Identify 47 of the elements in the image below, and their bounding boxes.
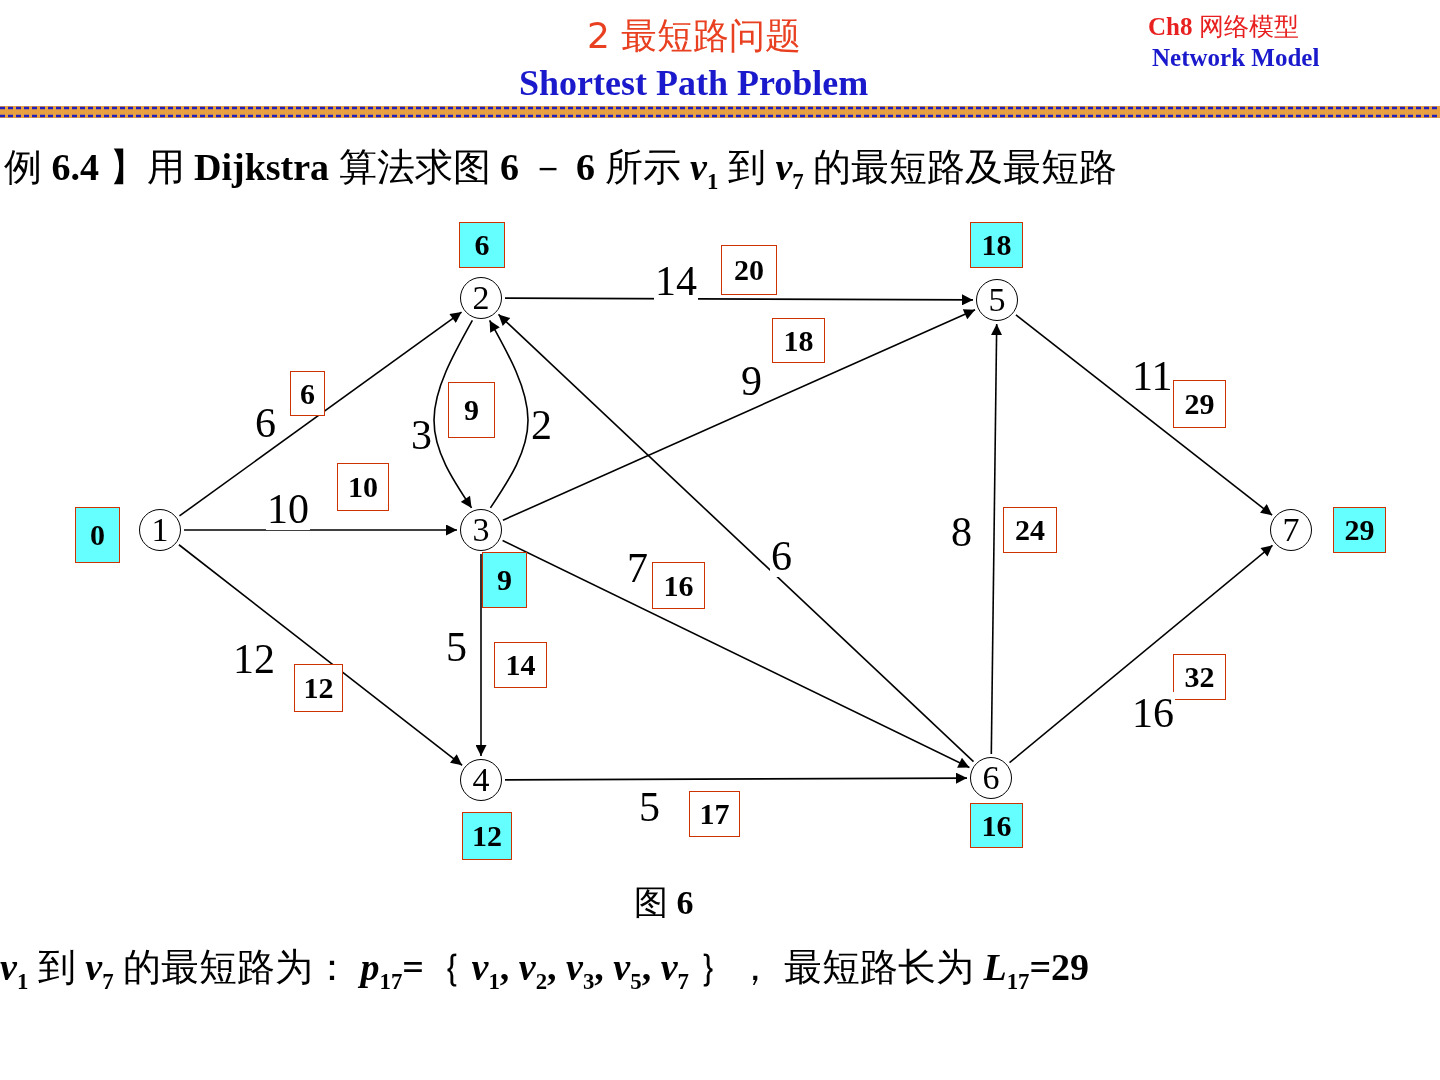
arrow [1008,544,1274,764]
arrow [497,313,975,763]
arrow [178,543,463,767]
permanent-label: 0 [75,507,120,563]
vertex-circle: 7 [1270,509,1312,551]
statement-text: v$_{1}$ 到 v$_{7}$ 的最短路为： p$_{17}$=｛ v$_{1}$, v$_{2}$, v$_{3}$, v$_{5}$, v$_{7}$ ｝， 最短路长为 L$_{17}$=29 [0,945,1090,995]
permanent-label: 18 [970,222,1023,268]
tentative-label: 16 [652,562,705,609]
arrow [504,772,968,784]
arrow [1015,314,1273,516]
arrow [183,524,458,536]
tentative-label: 18 [772,318,825,363]
tentative-label: 12 [294,664,343,712]
arrow [990,323,1003,755]
vertex-circle: 6 [970,757,1012,799]
arrow [433,319,474,509]
tentative-label: 10 [337,463,389,511]
permanent-label: 9 [482,552,527,608]
vertex-circle: 1 [139,509,181,551]
tentative-label: 17 [689,791,740,837]
tentative-label: 24 [1003,507,1057,553]
permanent-label: 12 [462,812,512,860]
permanent-label: 29 [1333,507,1386,553]
subtitle: Ch8 网络模型 [1148,12,1299,42]
tentative-label: 6 [290,371,325,416]
tentative-label: 9 [448,382,495,438]
arrow [502,308,976,522]
subtitle: Network Model [1152,44,1320,72]
arrow [504,294,974,306]
arrow [488,319,529,509]
vertex-circle: 5 [976,279,1018,321]
statement-text: 例 6.4 】用 Dijkstra 算法求图 6 － 6 所示 v$_{1}$ 到 v$_{7}$ 的最短路及最短路 [4,145,1118,195]
arrow [501,539,971,769]
arrow [178,311,463,517]
vertex-circle: 3 [460,509,502,551]
subtitle: Shortest Path Problem [519,62,869,104]
tentative-label: 14 [494,642,547,688]
permanent-label: 6 [459,222,505,268]
arrow [475,553,487,757]
vertex-circle: 2 [460,277,502,319]
tentative-label: 29 [1173,380,1226,428]
figure-caption: 图 6 [634,883,694,923]
tentative-label: 20 [721,245,777,295]
tentative-label: 32 [1173,654,1226,700]
title: 2 最短路问题 [587,14,802,58]
permanent-label: 16 [970,803,1023,848]
vertex-circle: 4 [460,759,502,801]
